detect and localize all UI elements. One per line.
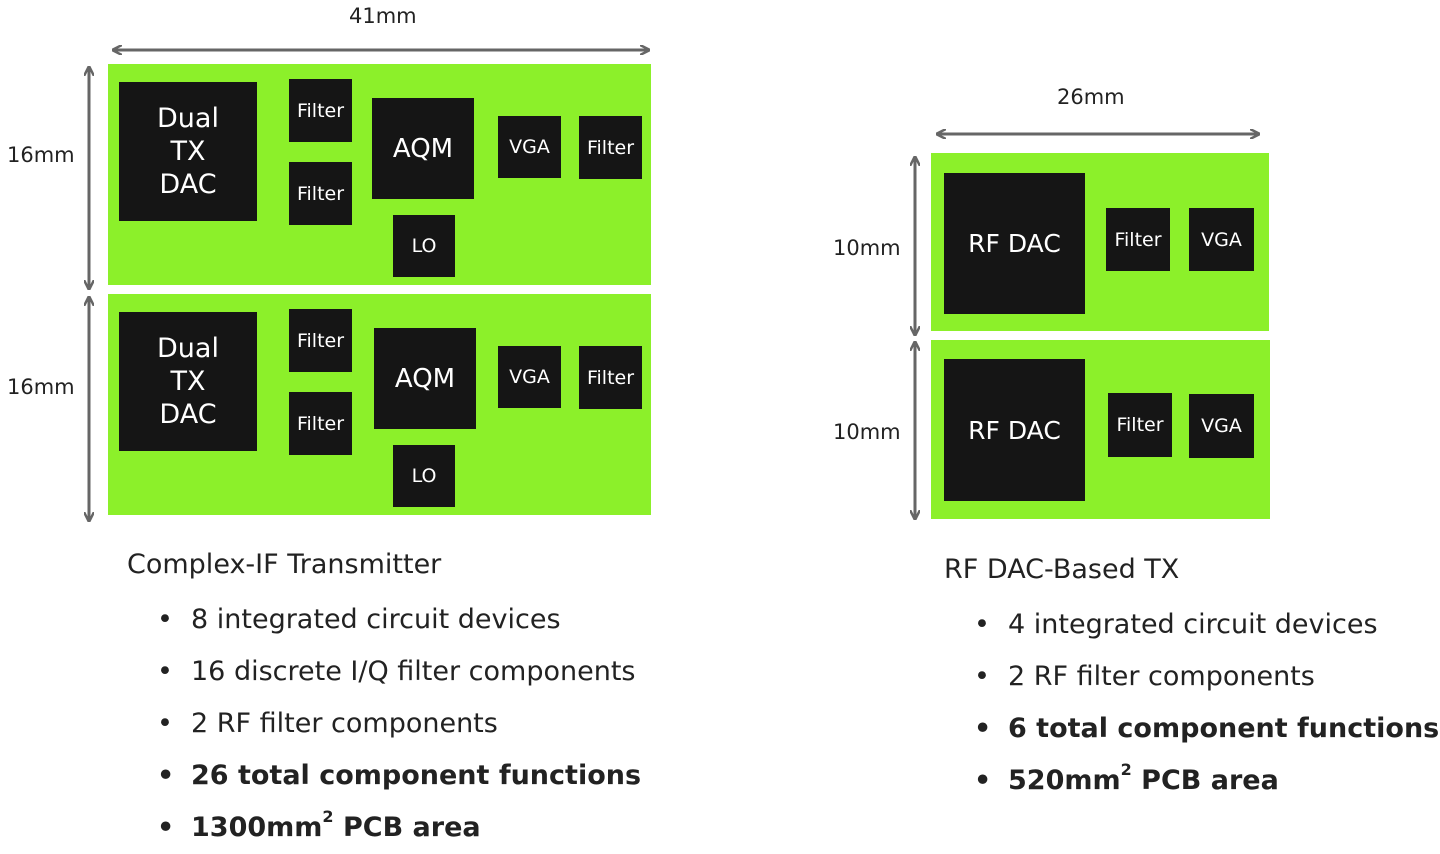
list-item: 16 discrete I/Q filter components	[127, 646, 641, 698]
filter-chip: Filter	[579, 346, 642, 409]
right-board-bottom: RF DAC Filter VGA	[931, 340, 1270, 519]
vga-chip: VGA	[498, 116, 561, 178]
right-heading: RF DAC-Based TX	[944, 554, 1180, 585]
vga-chip: VGA	[1189, 394, 1254, 458]
area-value: 520mm	[1008, 765, 1121, 796]
right-width-label: 26mm	[1057, 85, 1125, 109]
chip-label: Dual	[157, 103, 219, 134]
dual-tx-dac-chip: Dual TX DAC	[119, 82, 257, 221]
chip-label: DAC	[159, 169, 217, 200]
list-item: 4 integrated circuit devices	[944, 599, 1439, 651]
list-item-area: 520mm2 PCB area	[944, 755, 1439, 807]
right-height-label-2: 10mm	[833, 420, 901, 444]
filter-chip: Filter	[1108, 393, 1172, 457]
left-board-top: Dual TX DAC Filter Filter AQM LO VGA Fil…	[108, 64, 651, 285]
rf-dac-chip: RF DAC	[944, 359, 1085, 501]
list-item: 8 integrated circuit devices	[127, 594, 641, 646]
chip-label: DAC	[159, 399, 217, 430]
area-exponent: 2	[322, 807, 334, 826]
list-item-area: 1300mm2 PCB area	[127, 802, 641, 854]
chip-label: TX	[170, 366, 206, 397]
aqm-chip: AQM	[374, 328, 476, 429]
area-exponent: 2	[1120, 760, 1132, 779]
left-height-label-1: 16mm	[7, 143, 75, 167]
list-item: 6 total component functions	[944, 703, 1439, 755]
dual-tx-dac-chip: Dual TX DAC	[119, 312, 257, 451]
list-item: 26 total component functions	[127, 750, 641, 802]
vga-chip: VGA	[498, 346, 561, 408]
filter-chip: Filter	[289, 309, 352, 372]
right-height-label-1: 10mm	[833, 236, 901, 260]
left-board-bottom: Dual TX DAC Filter Filter AQM LO VGA Fil…	[108, 294, 651, 515]
list-item: 2 RF filter components	[944, 651, 1439, 703]
filter-chip: Filter	[289, 162, 352, 225]
area-value: 1300mm	[191, 812, 323, 843]
filter-chip: Filter	[289, 392, 352, 455]
list-item: 2 RF filter components	[127, 698, 641, 750]
chip-label: Dual	[157, 333, 219, 364]
filter-chip: Filter	[579, 116, 642, 179]
filter-chip: Filter	[1106, 208, 1170, 271]
left-height-label-2: 16mm	[7, 375, 75, 399]
right-bullet-list: 4 integrated circuit devices 2 RF filter…	[944, 599, 1439, 807]
filter-chip: Filter	[289, 79, 352, 142]
right-board-top: RF DAC Filter VGA	[931, 153, 1269, 331]
chip-label: TX	[170, 136, 206, 167]
lo-chip: LO	[393, 215, 455, 277]
lo-chip: LO	[393, 445, 455, 507]
rf-dac-chip: RF DAC	[944, 173, 1085, 314]
area-suffix: PCB area	[333, 812, 481, 843]
vga-chip: VGA	[1189, 208, 1254, 271]
left-width-label: 41mm	[349, 4, 417, 28]
left-heading: Complex-IF Transmitter	[127, 549, 442, 580]
aqm-chip: AQM	[372, 98, 474, 199]
left-bullet-list: 8 integrated circuit devices 16 discrete…	[127, 594, 641, 854]
area-suffix: PCB area	[1131, 765, 1279, 796]
